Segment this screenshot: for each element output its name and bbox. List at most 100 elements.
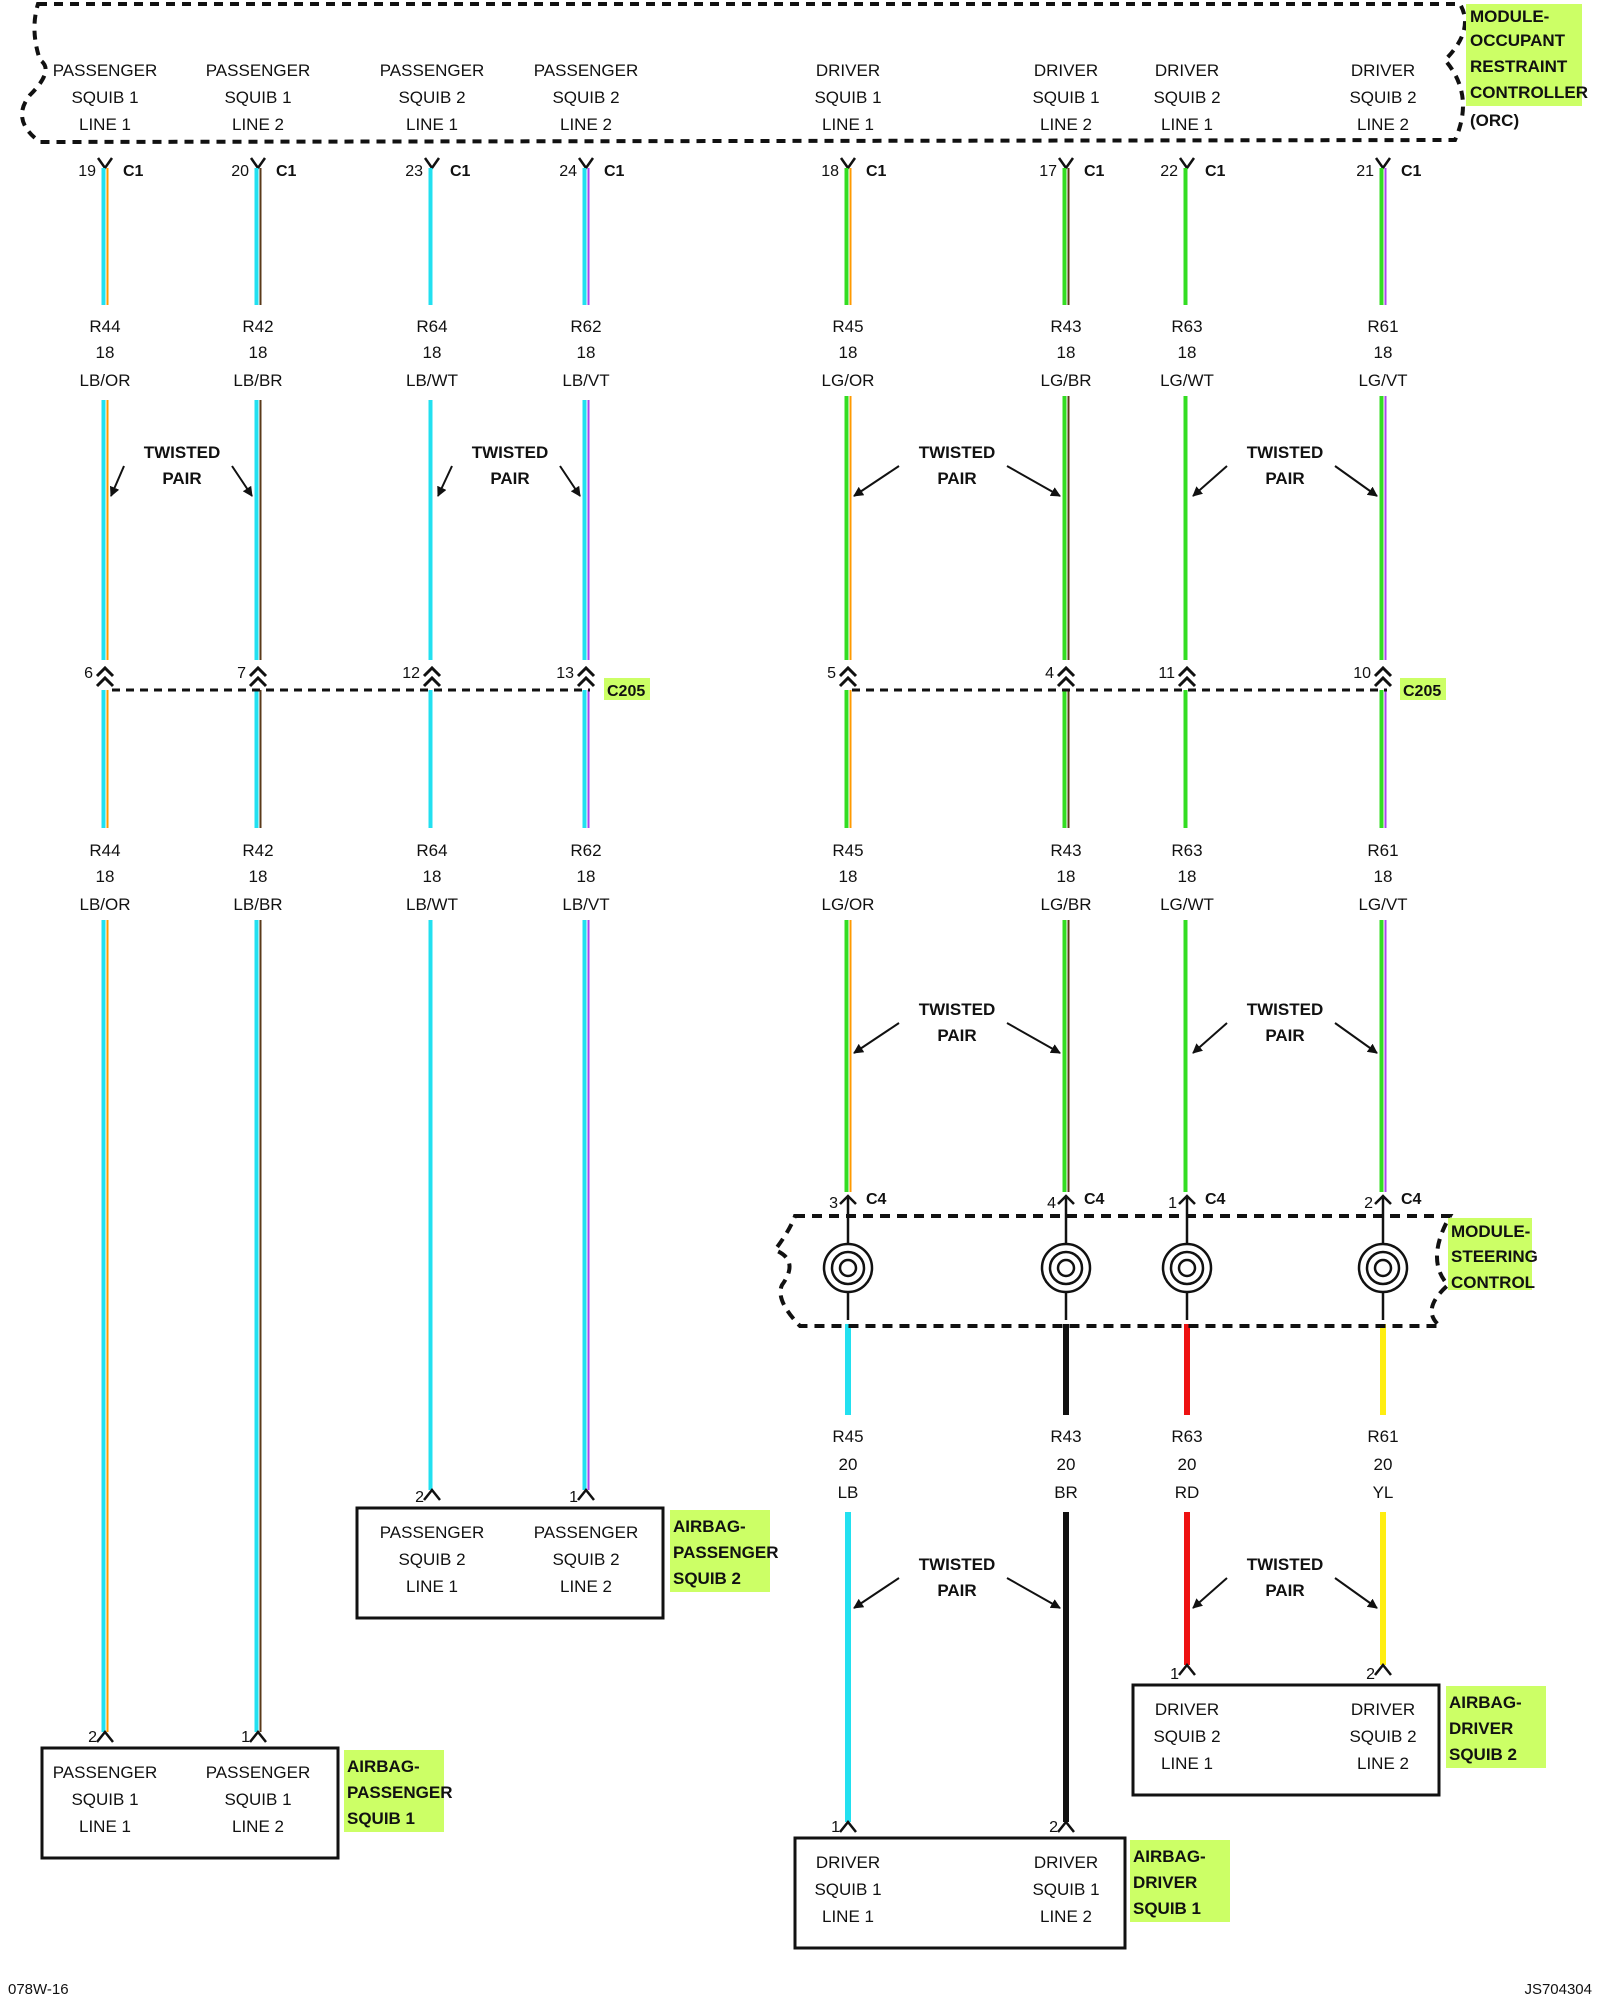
twisted-pair-arrow	[853, 465, 900, 497]
c1-connector-label: C1	[123, 163, 144, 180]
twisted-pair-label: TWISTED	[144, 443, 221, 462]
wire-lower-label: R45	[832, 841, 863, 860]
twisted-pair-label: TWISTED	[919, 443, 996, 462]
wire-lower-label: 18	[1374, 867, 1393, 886]
c205-terminal	[248, 665, 268, 688]
airbag-terminal	[839, 1819, 857, 1833]
steering-module-label-line: CONTROL	[1451, 1273, 1535, 1292]
c205-pin-number: 4	[1045, 665, 1054, 682]
airbag-name-line: AIRBAG-	[673, 1517, 746, 1536]
clockspring-coil	[838, 1258, 858, 1278]
wire-lower-label: LG/BR	[1040, 895, 1091, 914]
wire-top-label: LINE 1	[1161, 115, 1213, 134]
airbag-name-line: AIRBAG-	[1133, 1847, 1206, 1866]
wire-upper-label: 18	[1178, 343, 1197, 362]
twisted-pair-label: PAIR	[1265, 469, 1304, 488]
twisted-pair-arrow	[1192, 465, 1228, 497]
twisted-pair-arrow	[853, 1022, 900, 1054]
airbag-pin-label: LINE 2	[232, 1817, 284, 1836]
wire-steering-label: YL	[1373, 1483, 1394, 1502]
clockspring-coil	[1048, 1250, 1084, 1286]
wire-top-label: PASSENGER	[206, 61, 311, 80]
c4-connector-label: C4	[1084, 1191, 1105, 1208]
airbag-pin-label: DRIVER	[1351, 1700, 1415, 1719]
airbag-pin-number: 1	[241, 1729, 250, 1746]
twisted-pair-arrow	[559, 465, 581, 497]
wire-top-label: SQUIB 1	[1032, 88, 1099, 107]
wire-upper-label: 18	[1374, 343, 1393, 362]
airbag-pin-number: 2	[88, 1729, 97, 1746]
c4-connector-label: C4	[1205, 1191, 1226, 1208]
twisted-pair-arrow	[1192, 1577, 1228, 1609]
airbag-name-line: SQUIB 1	[347, 1809, 415, 1828]
steering-module-label-line: STEERING	[1451, 1247, 1538, 1266]
wire-top-label: LINE 2	[1357, 115, 1409, 134]
airbag-pin-number: 2	[415, 1489, 424, 1506]
twisted-pair-label: TWISTED	[919, 1555, 996, 1574]
c205-label-bg	[604, 678, 650, 700]
c205-pin-number: 10	[1353, 665, 1371, 682]
c4-terminal	[1178, 1194, 1196, 1205]
twisted-pair-arrow	[1006, 1022, 1061, 1054]
twisted-pair-label: TWISTED	[1247, 1000, 1324, 1019]
terminal-female	[839, 157, 857, 171]
footer-left-code: 078W-16	[8, 1981, 69, 1998]
twisted-pair-arrow	[231, 465, 253, 497]
airbag-name-bg	[344, 1750, 444, 1832]
airbag-connector-box	[1131, 1683, 1441, 1797]
wire-top-label: SQUIB 2	[1349, 88, 1416, 107]
airbag-pin-number: 1	[569, 1489, 578, 1506]
twisted-pair-label: PAIR	[162, 469, 201, 488]
wire-upper-label: LB/VT	[562, 371, 609, 390]
c205-label-bg	[1400, 678, 1446, 700]
wire-top-label: DRIVER	[1351, 61, 1415, 80]
steering-module-label-bg	[1448, 1218, 1532, 1290]
c205-terminal	[422, 665, 442, 688]
airbag-terminal	[423, 1487, 441, 1501]
wire-upper-label: LG/OR	[822, 371, 875, 390]
footer-right-code: JS704304	[1524, 1981, 1592, 1998]
wire-upper-label: 18	[96, 343, 115, 362]
wire-top-label: SQUIB 1	[224, 88, 291, 107]
orc-module-abbrev: (ORC)	[1470, 111, 1519, 130]
airbag-pin-label: SQUIB 1	[1032, 1880, 1099, 1899]
twisted-pair-label: TWISTED	[1247, 1555, 1324, 1574]
wire-top-label: DRIVER	[1155, 61, 1219, 80]
wire-lower-label: 18	[96, 867, 115, 886]
airbag-pin-label: SQUIB 2	[1153, 1727, 1220, 1746]
c1-pin-number: 17	[1039, 163, 1057, 180]
wire-steering-label: R45	[832, 1427, 863, 1446]
wire-lower-label: R63	[1171, 841, 1202, 860]
c4-terminal	[1057, 1194, 1075, 1205]
wire-top-label: SQUIB 2	[1153, 88, 1220, 107]
airbag-pin-label: SQUIB 1	[224, 1790, 291, 1809]
airbag-connector-box	[40, 1746, 340, 1860]
twisted-pair-arrow	[1334, 465, 1378, 497]
c1-connector-label: C1	[450, 163, 471, 180]
wire-upper-label: R61	[1367, 317, 1398, 336]
wire-steering-label: LB	[838, 1483, 859, 1502]
c1-pin-number: 19	[78, 163, 96, 180]
wire-top-label: DRIVER	[1034, 61, 1098, 80]
c205-pin-number: 11	[1158, 665, 1175, 682]
c205-pin-number: 7	[237, 665, 246, 682]
c1-connector-label: C1	[866, 163, 887, 180]
clockspring-coil	[1169, 1250, 1205, 1286]
wire-lower-label: LB/BR	[233, 895, 282, 914]
c1-pin-number: 20	[231, 163, 249, 180]
twisted-pair-callout: TWISTED PAIR	[109, 443, 253, 497]
c1-pin-number: 22	[1160, 163, 1178, 180]
airbag-name-line: DRIVER	[1133, 1873, 1197, 1892]
wire-upper-label: LB/OR	[79, 371, 130, 390]
c4-pin-number: 2	[1364, 1195, 1373, 1212]
wire-upper-label: 18	[577, 343, 596, 362]
